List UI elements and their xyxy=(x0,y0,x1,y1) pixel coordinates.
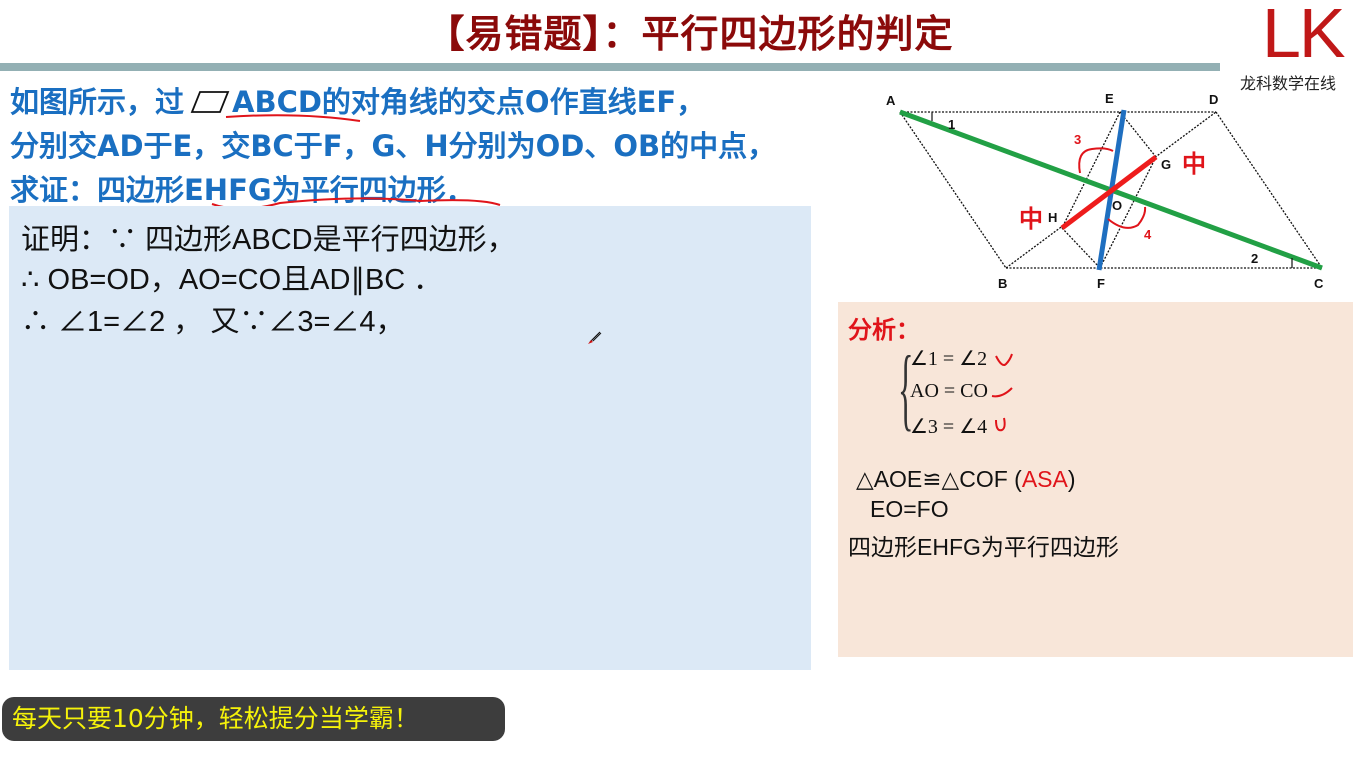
point-b-label: B xyxy=(998,276,1007,291)
result-eo-fo: EO=FO xyxy=(870,496,949,522)
point-a-label: A xyxy=(886,93,896,108)
point-h-label: H xyxy=(1048,210,1057,225)
congruence-text: △AOE≌△COF ( xyxy=(856,466,1022,492)
problem-line-2: 分别交AD于E，交BC于F，G、H分别为OD、OB的中点， xyxy=(10,129,777,163)
page-title: 【易错题】：平行四边形的判定 xyxy=(426,12,954,56)
point-c-label: C xyxy=(1314,276,1324,291)
logo-subtitle: 龙科数学在线 xyxy=(1240,74,1337,93)
problem-line-1-suffix: ABCD的对角线的交点O作直线EF， xyxy=(232,85,706,119)
proof-panel: 证明：∵ 四边形ABCD是平行四边形， ∴ OB=OD，AO=CO且AD∥BC … xyxy=(9,206,811,670)
analysis-panel: 分析： { ∠1 = ∠2 AO = CO ∠3 = ∠4 △AOE≌△COF … xyxy=(838,302,1353,657)
congruence-close: ) xyxy=(1067,466,1076,492)
congruence-reason: ASA xyxy=(1021,466,1068,492)
point-f-label: F xyxy=(1097,276,1105,291)
proof-line-2: ∴ OB=OD，AO=CO且AD∥BC ． xyxy=(21,264,443,296)
check-marks xyxy=(991,353,1013,432)
angle-3-label: 3 xyxy=(1074,132,1081,147)
congruence-line: △AOE≌△COF (ASA) xyxy=(856,466,1076,493)
point-d-label: D xyxy=(1209,92,1218,107)
point-g-label: G xyxy=(1161,157,1171,172)
parallelogram-icon xyxy=(190,91,230,113)
logo-mark: LK xyxy=(1262,0,1346,72)
midpoint-g-mark: 中 xyxy=(1182,150,1206,178)
pen-cursor-icon xyxy=(588,331,602,344)
proof-line-3: ∴ ∠1=∠2 ， 又∵∠3=∠4， xyxy=(21,306,405,338)
condition-1: ∠1 = ∠2 xyxy=(910,348,988,370)
point-o-label: O xyxy=(1112,198,1122,213)
brace-symbol: { xyxy=(898,337,914,439)
geometry-figure: A E D B F C G H O 1 2 3 4 中 中 xyxy=(886,91,1324,291)
analysis-title: 分析： xyxy=(848,316,920,344)
result-conclusion: 四边形EHFG为平行四边形 xyxy=(848,534,1119,560)
proof-line-1: 证明：∵ 四边形ABCD是平行四边形， xyxy=(21,224,516,256)
problem-line-1-prefix: 如图所示，过 xyxy=(10,85,185,119)
point-e-label: E xyxy=(1105,91,1114,106)
midpoint-h-mark: 中 xyxy=(1019,205,1043,233)
condition-2: AO = CO xyxy=(910,380,988,402)
problem-statement: 如图所示，过 ABCD的对角线的交点O作直线EF， 分别交AD于E，交BC于F，G… xyxy=(10,80,890,212)
title-divider xyxy=(0,63,1220,71)
condition-3: ∠3 = ∠4 xyxy=(910,416,988,438)
angle-1-label: 1 xyxy=(948,117,955,132)
angle-2-label: 2 xyxy=(1251,251,1258,266)
slogan-banner: 每天只要10分钟，轻松提分当学霸！ xyxy=(2,697,505,741)
angle-4-label: 4 xyxy=(1144,227,1152,242)
problem-line-1: 如图所示，过 ABCD的对角线的交点O作直线EF， xyxy=(10,80,890,124)
